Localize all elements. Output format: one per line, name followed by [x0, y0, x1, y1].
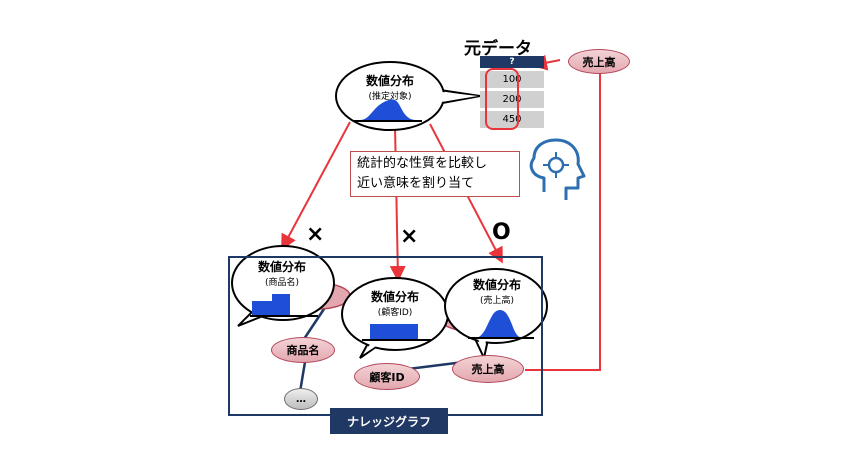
- query-bubble: [335, 61, 481, 131]
- distribution-shape: [474, 310, 524, 338]
- mismatch-mark-left: ×: [306, 222, 325, 247]
- kg-bubble-subtitle: (顧客ID): [377, 308, 413, 318]
- kg-bubble-subtitle: (商品名): [264, 278, 300, 288]
- query-bubble-subtitle: (推定対象): [368, 92, 412, 102]
- kg-bubble-product: [231, 245, 335, 327]
- kg-bubble-customer: [341, 277, 449, 359]
- explanation-callout: 統計的な性質を比較し 近い意味を割り当て: [350, 151, 520, 197]
- callout-line-1: 統計的な性質を比較し: [357, 156, 488, 171]
- kg-node-customer: 顧客ID: [354, 363, 420, 390]
- ai-head-icon: [529, 138, 586, 200]
- query-bubble-title: 数値分布: [365, 74, 414, 88]
- distribution-shape: [360, 99, 416, 120]
- source-column-highlight: [485, 68, 519, 130]
- kg-bubble-title: 数値分布: [370, 290, 419, 304]
- kg-node-sales: 売上高: [452, 355, 524, 383]
- kg-bubble-title: 数値分布: [472, 278, 521, 292]
- kg-bubble-product-text: 数値分布 (商品名): [246, 258, 318, 288]
- source-data-table: ? 100 200 450: [480, 56, 544, 128]
- query-bubble-text: 数値分布 (推定対象): [350, 72, 430, 102]
- distribution-shape: [370, 324, 418, 340]
- sales-link-arrow: [525, 68, 601, 371]
- mapping-arrow-product: [281, 121, 351, 251]
- source-cell: 200: [480, 91, 544, 108]
- source-cell: 450: [480, 111, 544, 128]
- source-attribute-node: 売上高: [568, 49, 630, 74]
- distribution-shape: [252, 294, 290, 316]
- kg-bubble-customer-text: 数値分布 (顧客ID): [358, 288, 432, 318]
- kg-bubble-subtitle: (売上高): [479, 296, 515, 306]
- kg-node-more: …: [284, 388, 318, 410]
- kg-node-product: 商品名: [271, 337, 335, 363]
- kg-bubble-sales: [444, 268, 548, 362]
- mismatch-mark-middle: ×: [400, 224, 419, 249]
- match-mark-right: O: [492, 220, 511, 245]
- source-data-title: 元データ: [464, 39, 532, 59]
- kg-bubble-sales-text: 数値分布 (売上高): [460, 276, 534, 306]
- kg-edge-product-more: [298, 361, 307, 393]
- knowledge-graph-label: ナレッジグラフ: [330, 408, 448, 434]
- source-column-header: ?: [480, 56, 544, 68]
- source-cell: 100: [480, 71, 544, 88]
- callout-line-2: 近い意味を割り当て: [357, 176, 475, 191]
- kg-bubble-title: 数値分布: [257, 260, 306, 274]
